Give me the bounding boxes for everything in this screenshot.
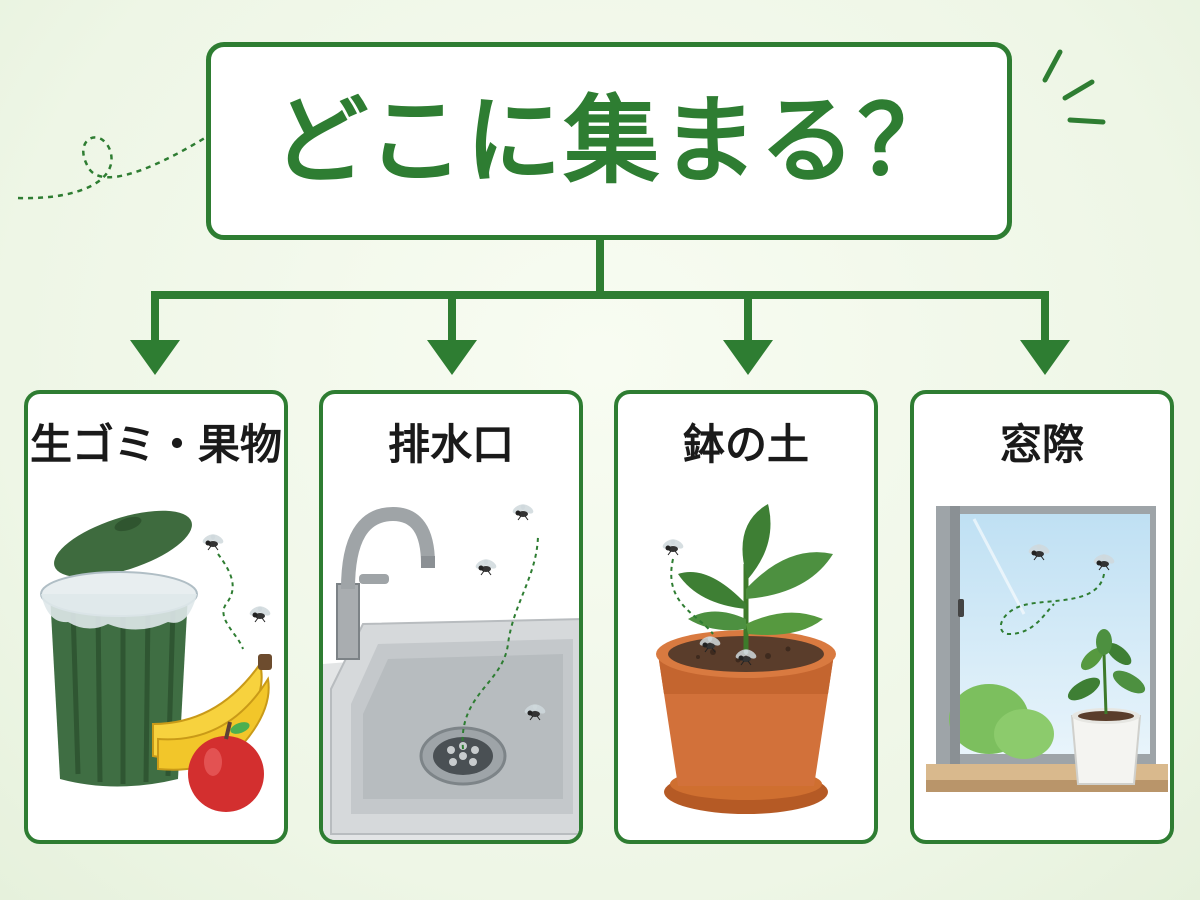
title-box: どこに集まる？: [206, 42, 1012, 240]
location-card-drain: 排水口: [319, 390, 583, 844]
location-label: 生ゴミ・果物: [29, 420, 282, 469]
location-label: 鉢の土: [682, 420, 809, 469]
page-title: どこに集まる？: [272, 85, 956, 197]
location-card-pot-soil: 鉢の土: [614, 390, 878, 844]
location-label: 排水口: [387, 420, 514, 469]
location-label: 窓際: [999, 420, 1084, 469]
window-sill-icon: [926, 506, 1168, 792]
trash-can-and-fruit-icon: [40, 510, 273, 812]
location-card-window: 窓際: [910, 390, 1174, 844]
sink-drain-icon: [323, 501, 579, 840]
potted-plant-soil-icon: [656, 504, 836, 814]
location-card-garbage: 生ゴミ・果物: [24, 390, 288, 844]
